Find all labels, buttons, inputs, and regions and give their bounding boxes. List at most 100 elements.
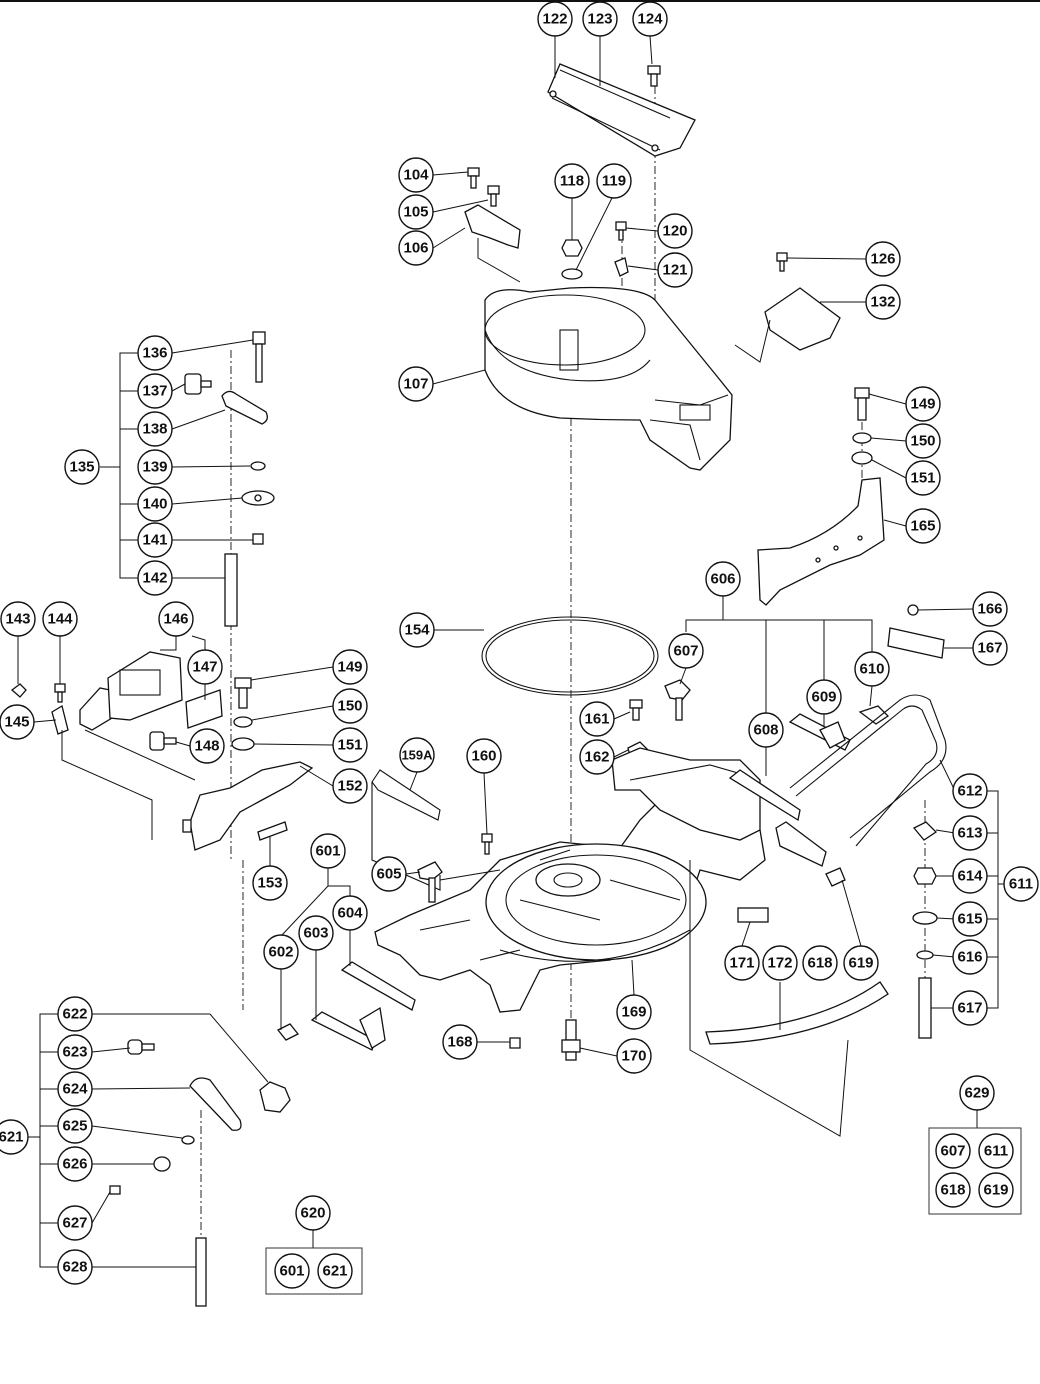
part-168-170 bbox=[509, 1019, 581, 1061]
part-104-105-106 bbox=[464, 167, 521, 283]
svg-text:149: 149 bbox=[910, 396, 935, 413]
svg-text:627: 627 bbox=[62, 1215, 87, 1232]
callout-611: 611 bbox=[1003, 866, 1039, 902]
callout-150-right: 150 bbox=[905, 423, 941, 459]
svg-text:161: 161 bbox=[584, 711, 609, 728]
svg-text:607: 607 bbox=[673, 643, 698, 660]
kit-620-item-601: 601 bbox=[274, 1253, 310, 1289]
callout-608: 608 bbox=[748, 712, 784, 748]
svg-text:607: 607 bbox=[940, 1143, 965, 1160]
callout-614: 614 bbox=[952, 858, 988, 894]
svg-text:621: 621 bbox=[0, 1129, 24, 1146]
svg-text:629: 629 bbox=[964, 1085, 989, 1102]
callout-602: 602 bbox=[263, 934, 299, 970]
svg-text:136: 136 bbox=[142, 345, 167, 362]
callout-617: 617 bbox=[952, 990, 988, 1026]
part-621-group bbox=[109, 1039, 291, 1307]
svg-text:119: 119 bbox=[602, 173, 626, 190]
svg-text:139: 139 bbox=[142, 459, 167, 476]
svg-text:151: 151 bbox=[337, 737, 362, 754]
svg-text:150: 150 bbox=[337, 698, 362, 715]
svg-text:603: 603 bbox=[303, 925, 328, 942]
part-122-123-plate bbox=[547, 63, 696, 157]
callout-150-left: 150 bbox=[332, 688, 368, 724]
part-169-scale bbox=[499, 929, 691, 962]
svg-text:617: 617 bbox=[957, 1000, 982, 1017]
callout-140: 140 bbox=[137, 486, 173, 522]
callout-620: 620 bbox=[295, 1195, 331, 1231]
part-124-screw bbox=[647, 65, 661, 87]
callout-629: 629 bbox=[959, 1075, 995, 1111]
callout-166: 166 bbox=[972, 591, 1008, 627]
svg-text:622: 622 bbox=[62, 1006, 87, 1023]
callout-137: 137 bbox=[137, 373, 173, 409]
svg-text:171: 171 bbox=[729, 955, 754, 972]
callout-161: 161 bbox=[579, 701, 615, 737]
callout-152: 152 bbox=[332, 768, 368, 804]
callout-169: 169 bbox=[616, 994, 652, 1030]
callout-106: 106 bbox=[398, 230, 434, 266]
svg-text:615: 615 bbox=[957, 911, 982, 928]
svg-text:624: 624 bbox=[62, 1081, 88, 1098]
kit-620-item-621: 621 bbox=[317, 1253, 353, 1289]
svg-text:612: 612 bbox=[957, 783, 982, 800]
svg-text:137: 137 bbox=[142, 383, 167, 400]
part-165-plate bbox=[757, 477, 885, 606]
part-603-604 bbox=[276, 961, 416, 1051]
svg-text:122: 122 bbox=[542, 11, 567, 28]
svg-text:169: 169 bbox=[621, 1004, 646, 1021]
part-126-132 bbox=[734, 252, 841, 363]
callout-605: 605 bbox=[371, 856, 407, 892]
svg-text:618: 618 bbox=[940, 1182, 965, 1199]
svg-text:167: 167 bbox=[977, 640, 1002, 657]
svg-text:152: 152 bbox=[337, 778, 362, 795]
svg-text:140: 140 bbox=[142, 496, 167, 513]
callout-104: 104 bbox=[398, 157, 434, 193]
part-base bbox=[374, 747, 766, 1013]
callout-623: 623 bbox=[57, 1034, 93, 1070]
svg-text:610: 610 bbox=[859, 661, 884, 678]
svg-text:120: 120 bbox=[662, 223, 687, 240]
svg-text:106: 106 bbox=[403, 240, 428, 257]
svg-text:145: 145 bbox=[4, 714, 29, 731]
callout-170: 170 bbox=[616, 1038, 652, 1074]
svg-text:613: 613 bbox=[957, 825, 982, 842]
callout-159a: 159A bbox=[399, 737, 435, 773]
part-135-group bbox=[184, 331, 275, 627]
part-154-ring bbox=[481, 616, 659, 696]
svg-text:604: 604 bbox=[337, 905, 363, 922]
svg-text:623: 623 bbox=[62, 1044, 87, 1061]
callout-618: 618 bbox=[802, 945, 838, 981]
callout-624: 624 bbox=[57, 1071, 93, 1107]
callout-628: 628 bbox=[57, 1249, 93, 1285]
svg-text:149: 149 bbox=[337, 659, 362, 676]
leader-lines bbox=[17, 35, 1004, 1268]
callout-124: 124 bbox=[632, 1, 668, 37]
svg-text:143: 143 bbox=[5, 611, 30, 628]
callout-119: 119 bbox=[596, 163, 632, 199]
svg-text:150: 150 bbox=[910, 433, 935, 450]
callout-141: 141 bbox=[137, 522, 173, 558]
callout-139: 139 bbox=[137, 449, 173, 485]
part-171-172 bbox=[689, 860, 889, 1137]
callout-149-left: 149 bbox=[332, 649, 368, 685]
svg-text:104: 104 bbox=[403, 167, 429, 184]
svg-text:148: 148 bbox=[194, 738, 219, 755]
svg-text:160: 160 bbox=[471, 748, 496, 765]
svg-text:618: 618 bbox=[807, 955, 832, 972]
svg-text:162: 162 bbox=[584, 749, 609, 766]
svg-text:151: 151 bbox=[910, 470, 935, 487]
callout-120: 120 bbox=[657, 213, 693, 249]
callout-138: 138 bbox=[137, 411, 173, 447]
svg-text:107: 107 bbox=[403, 376, 428, 393]
callout-162: 162 bbox=[579, 739, 615, 775]
callout-171: 171 bbox=[724, 945, 760, 981]
callout-626: 626 bbox=[57, 1146, 93, 1182]
callout-126: 126 bbox=[865, 241, 901, 277]
callout-613: 613 bbox=[952, 815, 988, 851]
part-143-148 bbox=[10, 651, 223, 840]
callout-606: 606 bbox=[705, 561, 741, 597]
callout-616: 616 bbox=[952, 939, 988, 975]
svg-text:616: 616 bbox=[957, 949, 982, 966]
callout-167: 167 bbox=[972, 630, 1008, 666]
